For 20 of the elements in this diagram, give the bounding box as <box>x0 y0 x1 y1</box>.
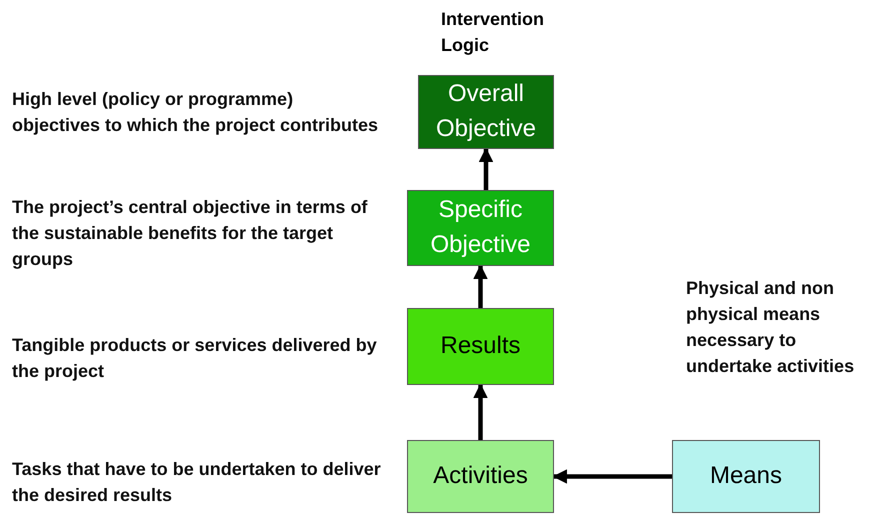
process-box <box>407 190 554 266</box>
arrow <box>473 264 488 308</box>
process-box <box>418 75 554 149</box>
box-label: Specific Objective <box>429 195 532 260</box>
box-label: Overall Objective <box>434 79 538 144</box>
arrow <box>478 148 494 190</box>
description-text: Physical and non physical means necessary to undertake activities <box>686 277 856 378</box>
box-label: Results <box>440 331 521 362</box>
process-box <box>407 308 554 385</box>
arrow <box>473 384 488 440</box>
description-text: The project’s central objective in terms of the sustainable benefits for the target groups <box>12 196 368 272</box>
description-text: Tangible products or services delivered by the project <box>12 334 378 384</box>
description-text: Tasks that have to be undertaken to deliver the desired results <box>12 458 382 508</box>
description-text: High level (policy or programme) objectives to which the project contributes <box>12 88 380 138</box>
process-box <box>407 440 554 513</box>
box-label: Means <box>710 461 782 492</box>
arrow <box>552 469 672 484</box>
column-heading: Intervention Logic <box>441 8 546 58</box>
process-box <box>672 440 820 513</box>
box-label: Activities <box>433 461 528 492</box>
